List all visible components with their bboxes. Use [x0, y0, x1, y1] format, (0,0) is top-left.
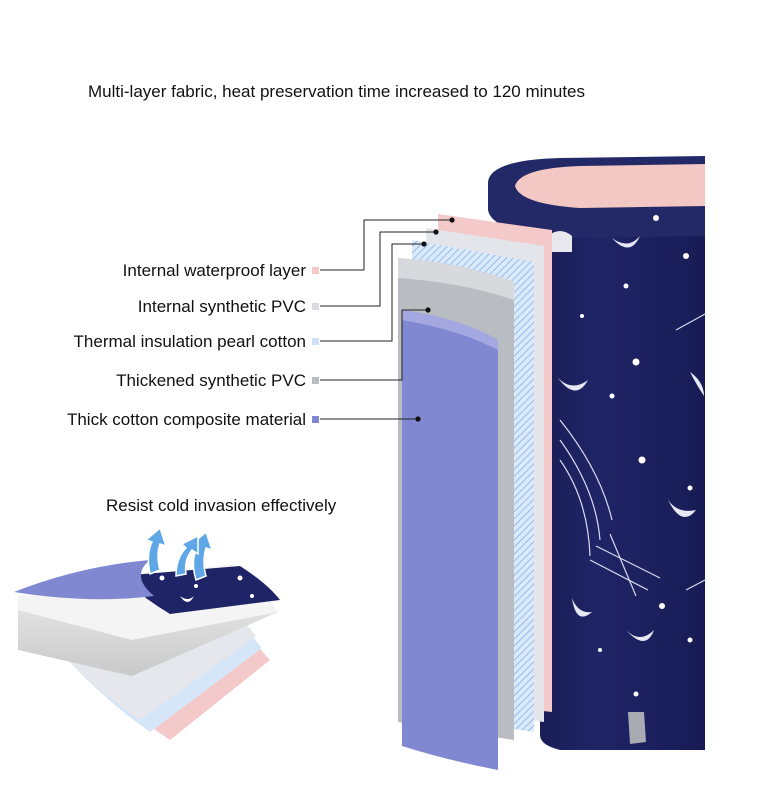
- star-print: [580, 215, 693, 697]
- leader-lines: [320, 219, 452, 420]
- layer-label-pearl-cotton: Thermal insulation pearl cotton: [73, 332, 306, 351]
- subhead: Resist cold invasion effectively: [106, 496, 337, 515]
- tub-inner-lining: [515, 164, 705, 208]
- swatch-internal-pvc: [312, 303, 319, 310]
- swatch-waterproof: [312, 267, 319, 274]
- layer-label-thickened-pvc: Thickened synthetic PVC: [116, 371, 306, 390]
- swatch-cotton-composite: [312, 416, 319, 423]
- layer-label-internal-pvc: Internal synthetic PVC: [137, 297, 306, 316]
- heat-arrows-icon: [144, 526, 214, 582]
- swatch-pearl-cotton: [312, 338, 319, 345]
- leader-dots: [415, 217, 455, 422]
- swatch-thickened-pvc: [312, 377, 319, 384]
- layer-cotton-composite: [402, 310, 498, 770]
- streak-print: [559, 313, 706, 597]
- layer-label-cotton-composite: Thick cotton composite material: [66, 410, 306, 429]
- layer-label-waterproof: Internal waterproof layer: [122, 261, 306, 280]
- sample-purple-flap: [14, 560, 154, 600]
- drain-valve: [628, 712, 646, 744]
- legend-swatches: [312, 267, 319, 423]
- headline: Multi-layer fabric, heat preservation ti…: [88, 82, 586, 101]
- moon-print: [558, 236, 704, 641]
- layer-stack: [398, 214, 552, 770]
- fabric-sample: [14, 526, 280, 740]
